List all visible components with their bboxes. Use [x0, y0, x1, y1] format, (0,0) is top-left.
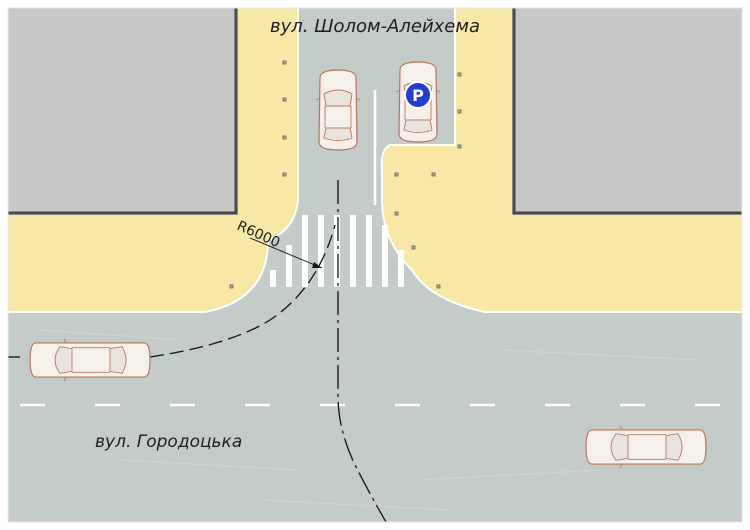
- through-path-line: [337, 180, 387, 523]
- curb-right: [380, 8, 742, 313]
- car-main-street-right: [585, 425, 707, 469]
- page-frame: [7, 7, 743, 523]
- parking-sign-letter: P: [412, 86, 424, 105]
- building-edge-left: [8, 8, 238, 215]
- parking-sign: [404, 81, 432, 109]
- turn-path-arc: [149, 224, 336, 358]
- bollards: [229, 60, 462, 289]
- road-texture: [39, 329, 701, 511]
- radius-arrowhead: [312, 262, 322, 268]
- road-surface: [8, 8, 742, 522]
- radius-leader-line: [249, 237, 323, 269]
- street-label-north: вул. Шолом-Алейхема: [270, 16, 480, 37]
- car-side-street-moving: [315, 69, 361, 151]
- car-main-street-left: [29, 338, 151, 382]
- vehicle-paths: [8, 180, 387, 523]
- street-label-main: вул. Городоцька: [95, 432, 242, 452]
- crosswalk: [270, 215, 404, 287]
- building-edge-right: [512, 8, 742, 215]
